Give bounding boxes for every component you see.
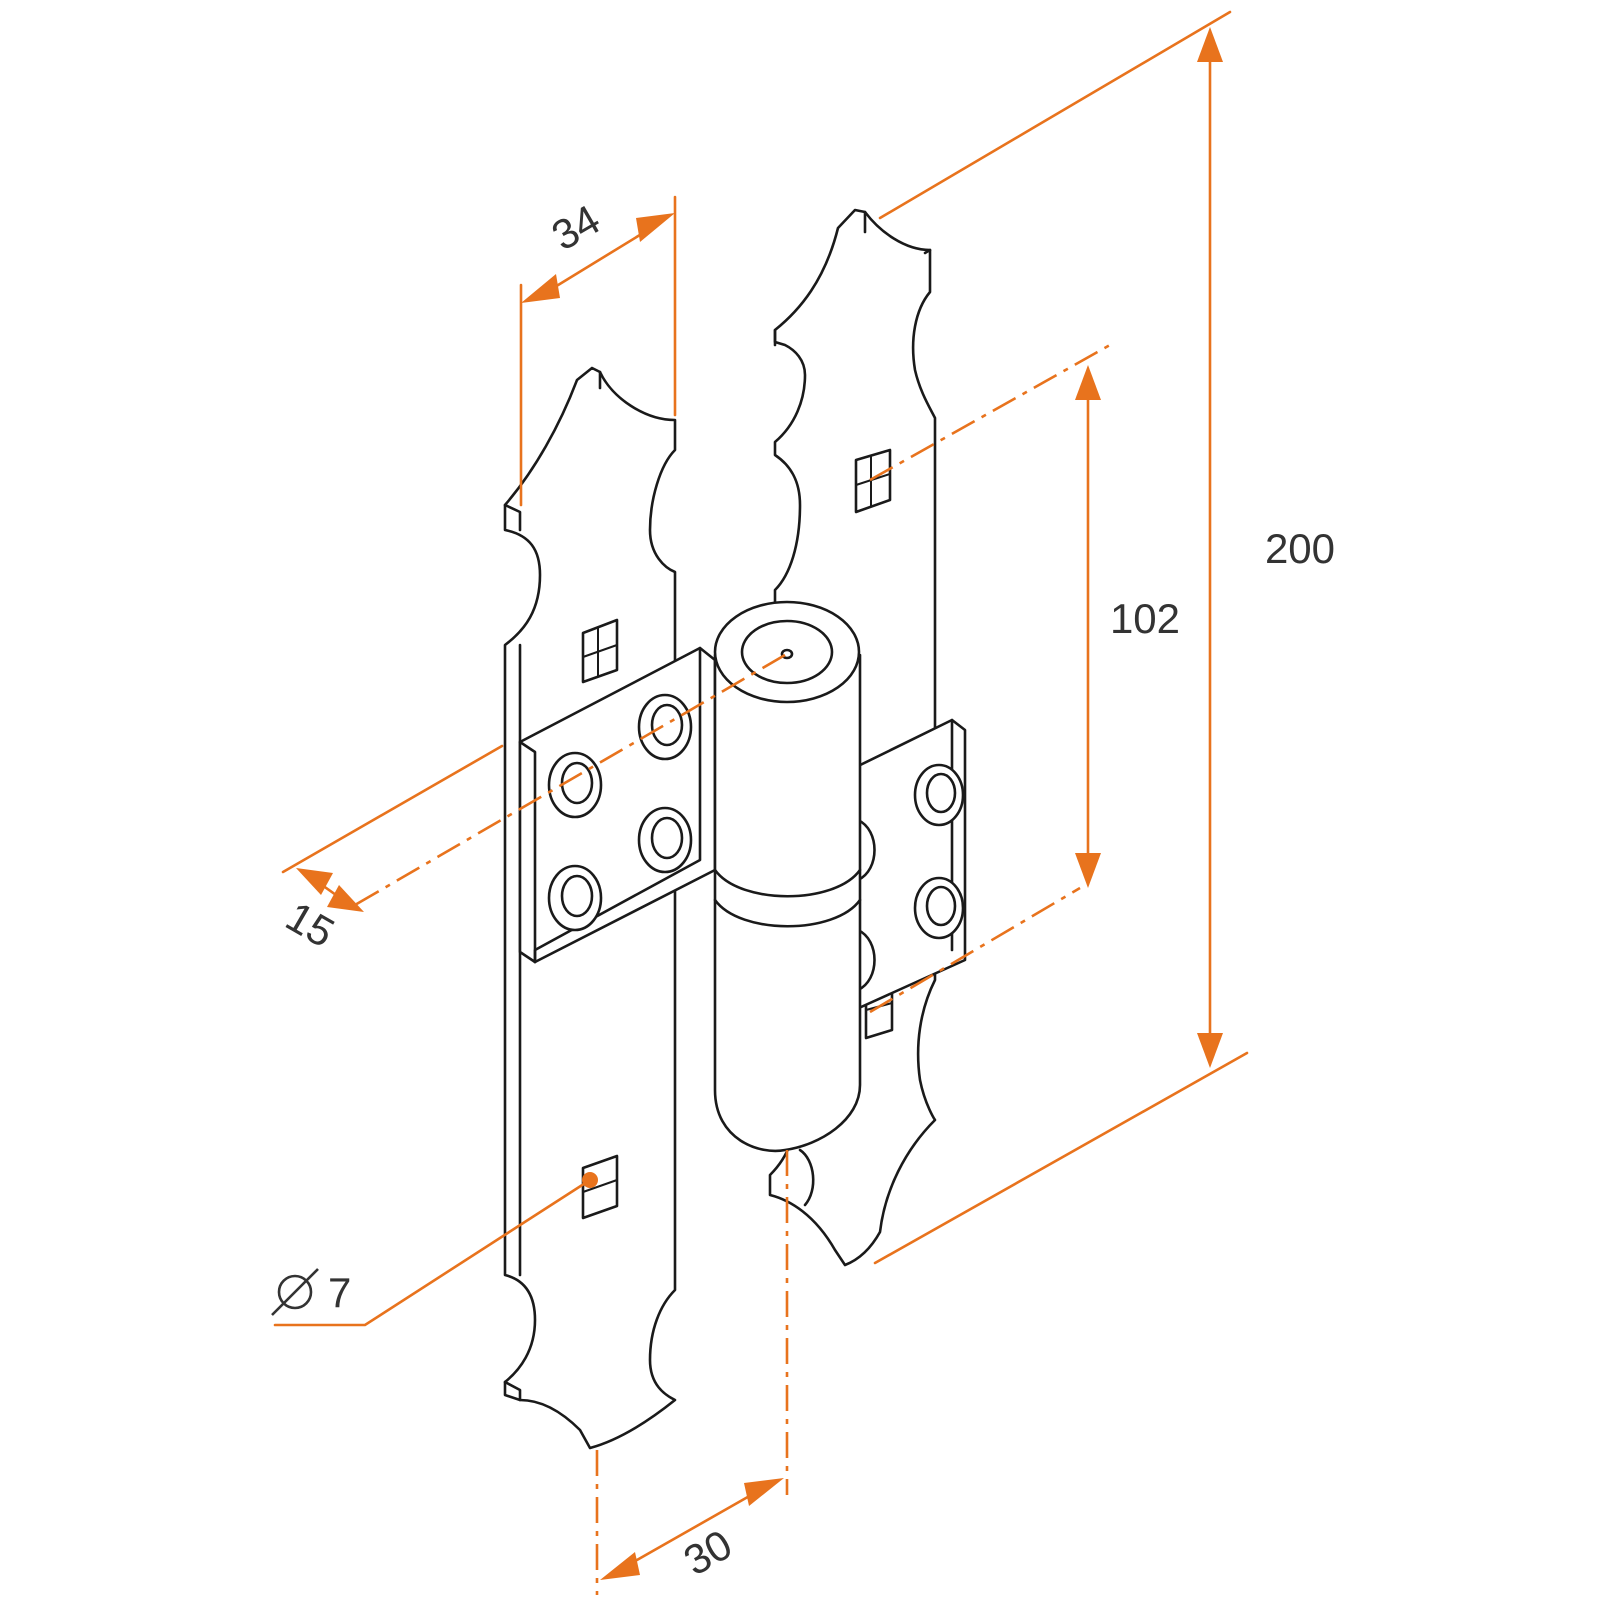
screw-hole-left-2 xyxy=(637,693,693,761)
dimension-hole-7: 7 xyxy=(271,1172,598,1327)
dimension-spacing-102: 102 xyxy=(869,343,1180,1014)
dim-label-7: 7 xyxy=(328,1269,351,1316)
dim-label-34: 34 xyxy=(544,195,608,259)
screw-hole-right-1 xyxy=(913,763,965,827)
dim-label-30: 30 xyxy=(676,1520,740,1584)
dim-label-102: 102 xyxy=(1110,595,1180,642)
screw-hole-right-2 xyxy=(913,876,965,940)
left-hinge-flange xyxy=(518,646,717,964)
dimension-height-200: 200 xyxy=(873,10,1335,1265)
dim-label-200: 200 xyxy=(1265,525,1335,572)
right-hinge-flange xyxy=(848,718,967,1014)
screw-hole-left-3 xyxy=(547,864,603,932)
screw-hole-left-4 xyxy=(637,806,693,874)
screw-hole-left-1 xyxy=(547,751,603,819)
diameter-icon xyxy=(271,1268,319,1316)
hinge-knuckle xyxy=(713,600,862,1207)
